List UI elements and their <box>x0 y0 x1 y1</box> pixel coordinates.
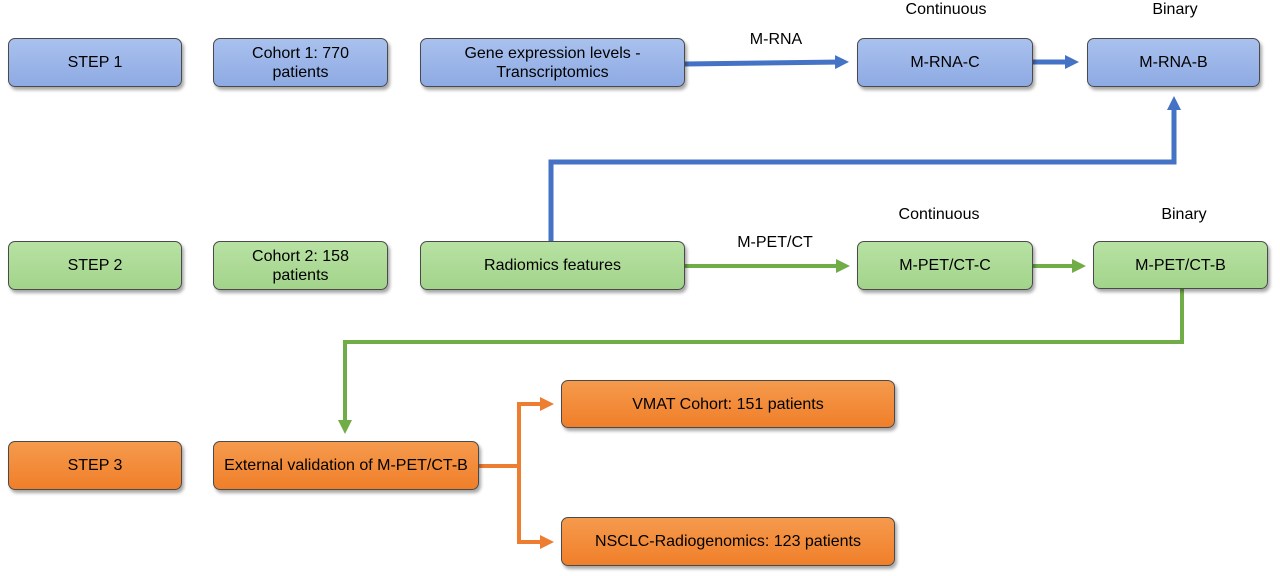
step-3-label: STEP 3 <box>67 457 123 474</box>
radiomics-box: Radiomics features <box>420 241 685 290</box>
vmat-cohort-label: VMAT Cohort: 151 patients <box>632 395 824 413</box>
cohort-1-box: Cohort 1: 770 patients <box>213 38 388 87</box>
arrow-validation-to-vmat <box>517 397 554 466</box>
binary-label-1: Binary <box>1152 1 1198 18</box>
nsclc-cohort-box: NSCLC-Radiogenomics: 123 patients <box>561 517 895 566</box>
mrna-edge-label: M-RNA <box>749 31 803 48</box>
step-2-box: STEP 2 <box>8 241 182 290</box>
step-1-box: STEP 1 <box>8 38 182 87</box>
radiomics-label: Radiomics features <box>484 257 621 274</box>
transcriptomics-label: Gene expression levels - Transcriptomics <box>464 44 641 81</box>
mpetct-b-label: M-PET/CT-B <box>1135 256 1226 274</box>
arrow-validation-to-nsclc <box>517 466 554 549</box>
vmat-cohort-box: VMAT Cohort: 151 patients <box>561 380 895 428</box>
continuous-label-1: Continuous <box>905 1 987 18</box>
validation-box: External validation of M-PET/CT-B <box>213 441 479 490</box>
mrna-c-label: M-RNA-C <box>910 54 980 71</box>
mpetct-edge-label: M-PET/CT <box>737 234 813 251</box>
transcriptomics-box: Gene expression levels - Transcriptomics <box>420 38 685 87</box>
mpetct-c-box: M-PET/CT-C <box>857 241 1033 290</box>
step-1-label: STEP 1 <box>67 54 123 71</box>
continuous-label-2: Continuous <box>898 206 980 223</box>
mrna-c-box: M-RNA-C <box>857 38 1033 87</box>
nsclc-cohort-label: NSCLC-Radiogenomics: 123 patients <box>595 533 861 550</box>
arrow-mpetct-b-to-validation <box>338 289 1184 434</box>
arrow-radiomics-to-mrna-b <box>548 96 1181 241</box>
step-2-label: STEP 2 <box>67 257 123 274</box>
validation-label: External validation of M-PET/CT-B <box>224 457 468 474</box>
mrna-b-label: M-RNA-B <box>1139 54 1208 71</box>
cohort-2-label: Cohort 2: 158 patients <box>252 247 349 284</box>
binary-label-2: Binary <box>1161 206 1207 223</box>
arrow-transcriptomics-to-mrna-c <box>684 55 849 70</box>
mrna-b-box: M-RNA-B <box>1087 38 1260 87</box>
cohort-2-box: Cohort 2: 158 patients <box>213 241 388 290</box>
mpetct-b-box: M-PET/CT-B <box>1093 241 1268 289</box>
cohort-1-label: Cohort 1: 770 patients <box>252 44 349 81</box>
mpetct-c-label: M-PET/CT-C <box>899 257 991 274</box>
step-3-box: STEP 3 <box>8 441 182 490</box>
